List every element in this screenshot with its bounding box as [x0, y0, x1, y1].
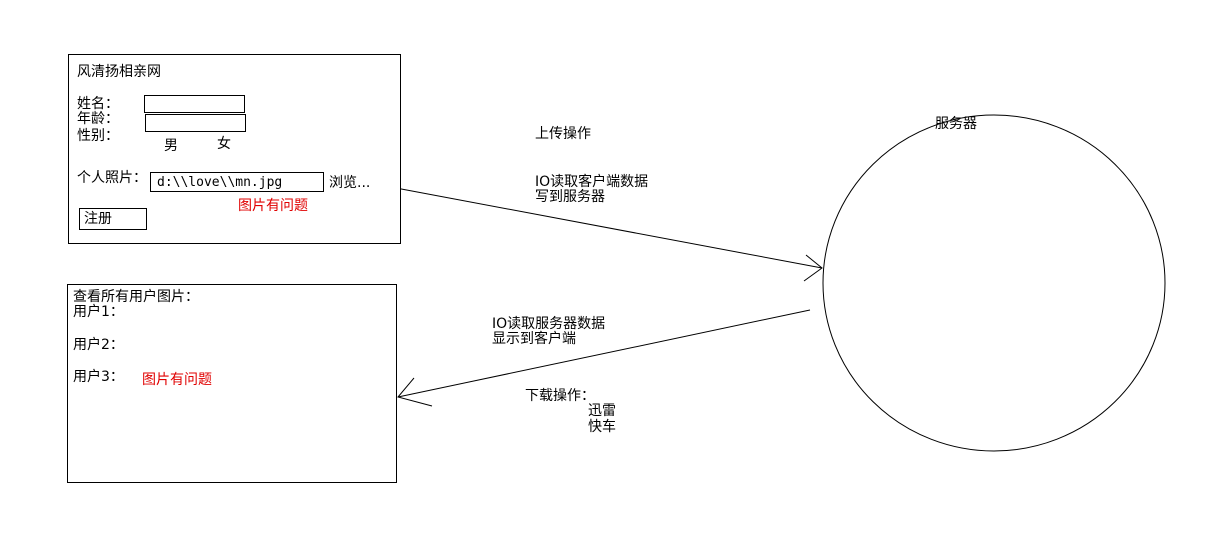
download-arrowhead: [397, 377, 433, 407]
download-title: 下载操作：: [525, 388, 595, 404]
gender-female-label: 女: [217, 136, 231, 152]
site-title: 风清扬相亲网: [77, 64, 161, 80]
upload-arrow-line: [395, 187, 823, 269]
download-line2: 显示到客户端: [492, 331, 576, 347]
register-form-panel: [68, 54, 401, 244]
register-photo-error: 图片有问题: [238, 198, 308, 214]
download-arrow-line: [397, 309, 811, 398]
radio-male[interactable]: [144, 135, 162, 149]
register-button[interactable]: 注册: [79, 208, 147, 230]
view-panel-title: 查看所有用户图片：: [73, 289, 199, 305]
radio-female[interactable]: [195, 135, 211, 149]
server-circle: [822, 114, 1166, 452]
photo-path-value: d:\\love\\mn.jpg: [157, 175, 283, 190]
register-button-label: 注册: [84, 211, 112, 227]
user3-label: 用户3：: [73, 369, 124, 385]
upload-arrowhead: [803, 254, 823, 282]
upload-title: 上传操作: [535, 126, 591, 142]
name-input[interactable]: [144, 95, 245, 113]
age-label: 年龄：: [77, 111, 119, 127]
photo-path-input[interactable]: d:\\love\\mn.jpg: [150, 172, 324, 192]
browse-button[interactable]: 浏览...: [329, 175, 371, 191]
download-line1: IO读取服务器数据: [492, 316, 606, 332]
name-label: 姓名：: [77, 96, 119, 112]
upload-line2: 写到服务器: [535, 189, 605, 205]
gender-label: 性别：: [77, 128, 119, 144]
age-input[interactable]: [145, 114, 246, 132]
upload-line1: IO读取客户端数据: [535, 174, 649, 190]
server-label: 服务器: [935, 116, 977, 132]
download-tool2: 快车: [588, 419, 616, 435]
view-photo-error: 图片有问题: [142, 372, 212, 388]
download-tool1: 迅雷: [588, 403, 616, 419]
user2-label: 用户2：: [73, 337, 124, 353]
view-users-panel: [67, 284, 397, 483]
photo-label: 个人照片：: [77, 170, 147, 186]
user1-label: 用户1：: [73, 304, 124, 320]
gender-male-label: 男: [164, 138, 178, 154]
